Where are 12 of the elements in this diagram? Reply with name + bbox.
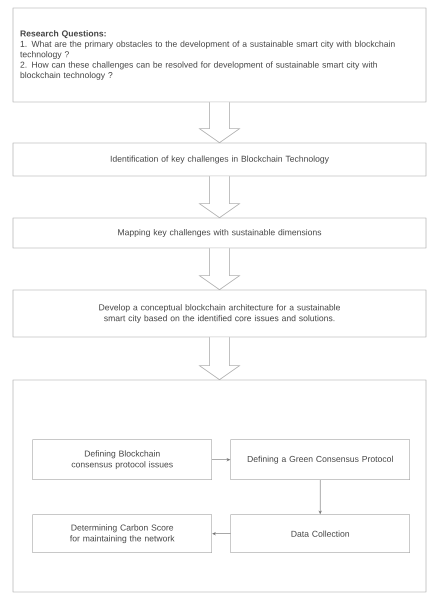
process-box: Identification of key challenges in Blockchain Technology [12,142,426,176]
block-arrow [198,248,241,290]
process-box: Defining a Green Consensus Protocol [230,439,410,480]
process-box: Mapping key challenges with sustainable dimensions [12,218,426,248]
block-arrow [198,336,241,380]
block-arrow [198,176,241,218]
process-box: Defining Blockchain consensus protocol issues [32,439,212,480]
block-arrow [198,102,241,144]
question-box: Research Questions: 1. What are the primary obstacles to the development of a sustainable smart city with blockchain technology ? 2. How can these challenges can be resolved for development of sustainable smart city with blockchain technology ? [12,8,426,102]
process-box: Develop a conceptual blockchain architecture for a sustainable smart city based on the identified core issues and solutions. [12,290,426,338]
process-box: Determining Carbon Score for maintaining the network [32,514,212,553]
process-box: Data Collection [230,514,410,553]
